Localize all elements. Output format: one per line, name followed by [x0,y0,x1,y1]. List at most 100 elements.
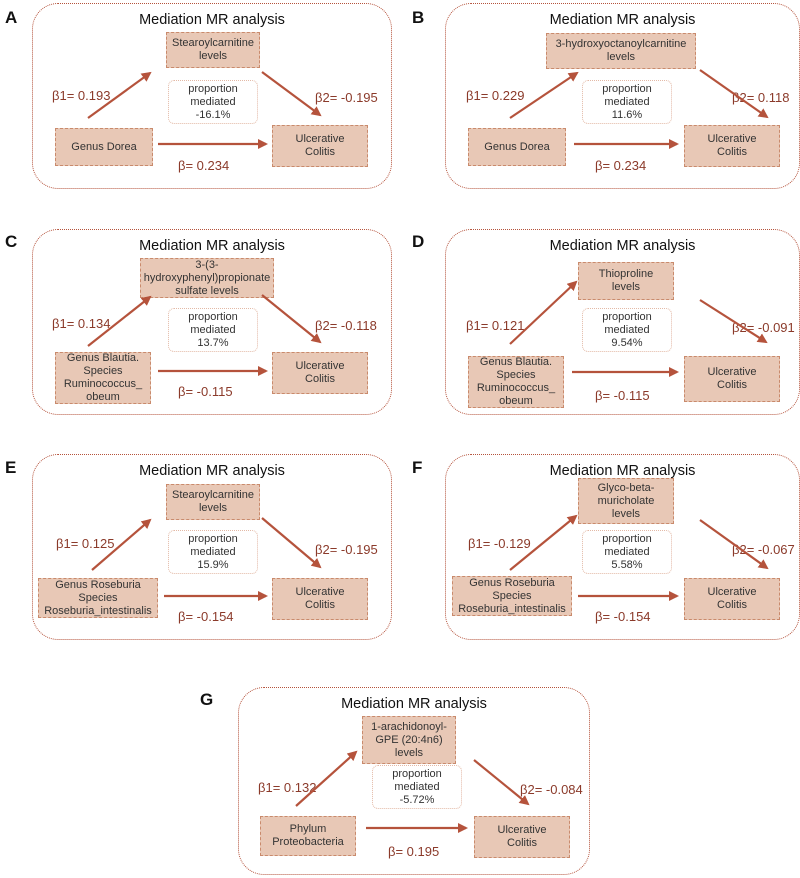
mediator-box-line: Glyco-beta- [597,481,655,494]
mediator-to-outcome-arrow [261,71,322,117]
outcome-box-line: Ulcerative [295,586,345,598]
exposure-box-line: Roseburia_intestinalis [44,604,152,617]
proportion-mediated-box-line: mediated [190,95,236,108]
beta2-label: β2= -0.195 [315,542,378,557]
beta-total-label: β= 0.234 [595,158,647,173]
mediator-to-outcome-arrow [473,759,530,806]
exposure-box: Genus Dorea [55,128,153,166]
mediator-box-line: Stearoylcarnitine [172,37,254,49]
panel-letter: D [412,232,425,251]
beta1-label: β1= 0.132 [258,780,317,795]
exposure-box-line: Species [492,589,532,602]
panel-letter: B [412,8,425,27]
panel-letter: E [5,458,17,477]
exposure-box-line: Genus Roseburia [469,576,555,589]
proportion-mediated-box-line: proportion [602,532,652,545]
proportion-mediated-box-line: -16.1% [195,108,231,121]
panel-title: Mediation MR analysis [549,463,696,479]
beta-total-label: β= -0.115 [595,388,650,403]
mediator-box-line: 3-hydroxyoctanoylcarnitine [555,38,687,50]
proportion-mediated-box-line: mediated [190,545,236,558]
exposure-box-line: Genus Dorea [484,140,550,153]
mediator-box-line: levels [198,50,228,62]
beta1-label: β1= -0.129 [468,536,531,551]
outcome-box-line: Colitis [305,146,335,158]
panel-frame: Mediation MR analysis [32,229,392,415]
panel-frame: Mediation MR analysis [238,687,590,875]
mediator-box-line: Stearoylcarnitine [172,489,254,501]
exposure-box-line: obeum [499,395,533,407]
exposure-box-line: Genus Roseburia [55,578,141,591]
exposure-to-mediator-arrow [509,514,578,571]
beta1-label: β1= 0.125 [56,536,115,551]
proportion-mediated-box-line: 9.54% [611,336,643,349]
exposure-to-mediator-arrow [91,518,152,571]
exposure-box-line: Genus Blautia. [479,356,553,368]
outcome-box-line: Colitis [717,599,747,611]
exposure-box-line: Species [83,365,123,377]
outcome-box-line: Ulcerative [497,824,547,836]
outcome-box-line: Ulcerative [707,133,757,145]
exposure-box-line: Roseburia_intestinalis [458,602,566,615]
proportion-mediated-box-line: 13.7% [197,336,229,349]
panel-title: Mediation MR analysis [139,238,285,254]
panel-title: Mediation MR analysis [549,12,696,28]
beta-total-label: β= 0.195 [388,844,440,859]
mediator-box-line: 1-arachidonoyl- [371,720,447,733]
panel-title: Mediation MR analysis [341,696,487,712]
panel-frame: Mediation MR analysis [32,3,392,189]
proportion-mediated-box-line: -5.72% [399,793,435,806]
beta1-label: β1= 0.134 [52,316,111,331]
exposure-to-mediator-arrow [295,750,358,807]
mediator-to-outcome-arrow [699,69,769,119]
proportion-mediated-box-line: proportion [188,532,238,545]
panel-letter: A [5,8,18,27]
exposure-box-line: Phylum [289,823,327,835]
panel-letter: F [412,458,423,477]
beta-total-label: β= 0.234 [178,158,230,173]
exposure-to-mediator-arrow [509,71,579,119]
panel-letter: C [5,232,18,251]
beta1-label: β1= 0.229 [466,88,525,103]
beta2-label: β2= -0.084 [520,782,583,797]
mediator-to-outcome-arrow [261,517,322,569]
beta1-label: β1= 0.121 [466,318,525,333]
exposure-box-line: obeum [86,391,120,403]
outcome-box-line: Colitis [717,146,747,158]
mediator-to-outcome-arrow [261,294,322,344]
proportion-mediated-box-line: 5.58% [611,558,643,571]
outcome-box-line: Colitis [717,379,747,391]
exposure-to-mediator-arrow [509,280,578,345]
outcome-box-line: Ulcerative [295,360,345,372]
panel-title: Mediation MR analysis [139,12,285,28]
outcome-box-line: Ulcerative [707,586,757,598]
outcome-box-line: Colitis [507,837,537,849]
mediator-box-line: levels [198,502,228,514]
exposure-box-line: Genus Blautia. [66,352,140,364]
exposure-to-mediator-arrow [87,71,152,119]
mediator-box-line: levels [394,746,424,759]
proportion-mediated-box-line: mediated [394,780,440,793]
proportion-mediated-box-line: mediated [604,95,650,108]
mediator-box-line: levels [606,51,636,63]
exposure-to-mediator-arrow [87,295,152,347]
outcome-box-line: Ulcerative [707,366,757,378]
mediator-box-line: muricholate [597,494,655,507]
exposure-box-line: Species [78,591,118,604]
